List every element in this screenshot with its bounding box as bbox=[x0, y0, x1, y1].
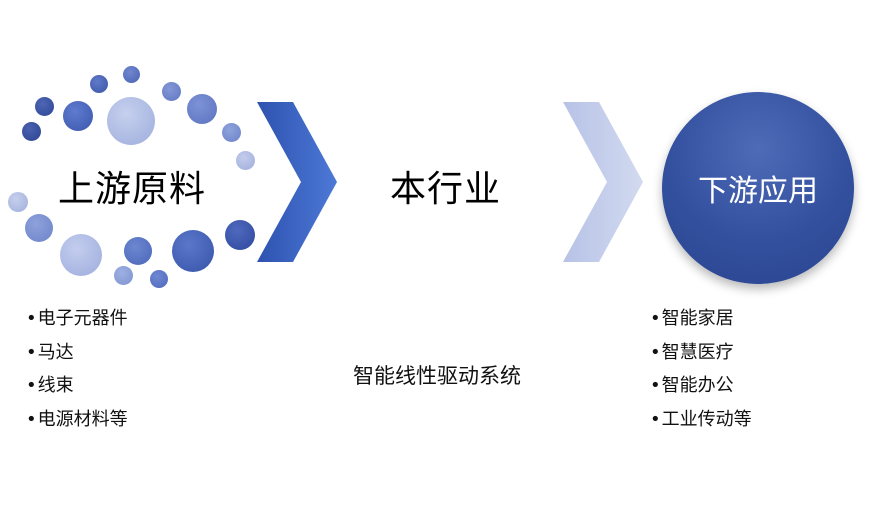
dot-decoration bbox=[22, 122, 41, 141]
dot-decoration bbox=[90, 75, 108, 93]
upstream-list: 电子元器件 马达 线束 电源材料等 bbox=[26, 309, 128, 443]
list-item: 电子元器件 bbox=[26, 309, 128, 343]
dot-decoration bbox=[25, 214, 53, 242]
dot-decoration bbox=[35, 97, 54, 116]
downstream-title: 下游应用 bbox=[698, 174, 818, 209]
chevron-right-icon bbox=[563, 102, 643, 262]
list-item: 智能家居 bbox=[650, 309, 752, 343]
downstream-list: 智能家居 智慧医疗 智能办公 工业传动等 bbox=[650, 309, 752, 443]
dot-decoration bbox=[222, 123, 241, 142]
dot-decoration bbox=[107, 97, 155, 145]
dot-decoration bbox=[225, 220, 255, 250]
list-item: 线束 bbox=[26, 376, 128, 410]
dot-decoration bbox=[124, 237, 152, 265]
dot-decoration bbox=[8, 192, 28, 212]
industry-title: 本行业 bbox=[390, 169, 502, 210]
downstream-circle bbox=[662, 92, 854, 284]
dot-decoration bbox=[60, 234, 102, 276]
list-item: 工业传动等 bbox=[650, 409, 752, 444]
dot-decoration bbox=[150, 270, 168, 288]
dot-decoration bbox=[63, 101, 93, 131]
list-item: 智慧医疗 bbox=[650, 342, 752, 377]
dot-decoration bbox=[172, 230, 214, 272]
list-item: 智能办公 bbox=[650, 376, 752, 410]
dot-decoration bbox=[236, 151, 255, 170]
upstream-title: 上游原料 bbox=[58, 169, 207, 210]
list-item: 马达 bbox=[26, 342, 128, 377]
dot-decoration bbox=[187, 94, 217, 124]
list-item: 电源材料等 bbox=[26, 409, 128, 444]
dot-decoration bbox=[162, 82, 181, 101]
dot-decoration bbox=[123, 66, 140, 83]
chevron-right-icon bbox=[257, 102, 337, 262]
industry-description: 智能线性驱动系统 bbox=[353, 364, 521, 388]
dot-decoration bbox=[114, 266, 133, 285]
